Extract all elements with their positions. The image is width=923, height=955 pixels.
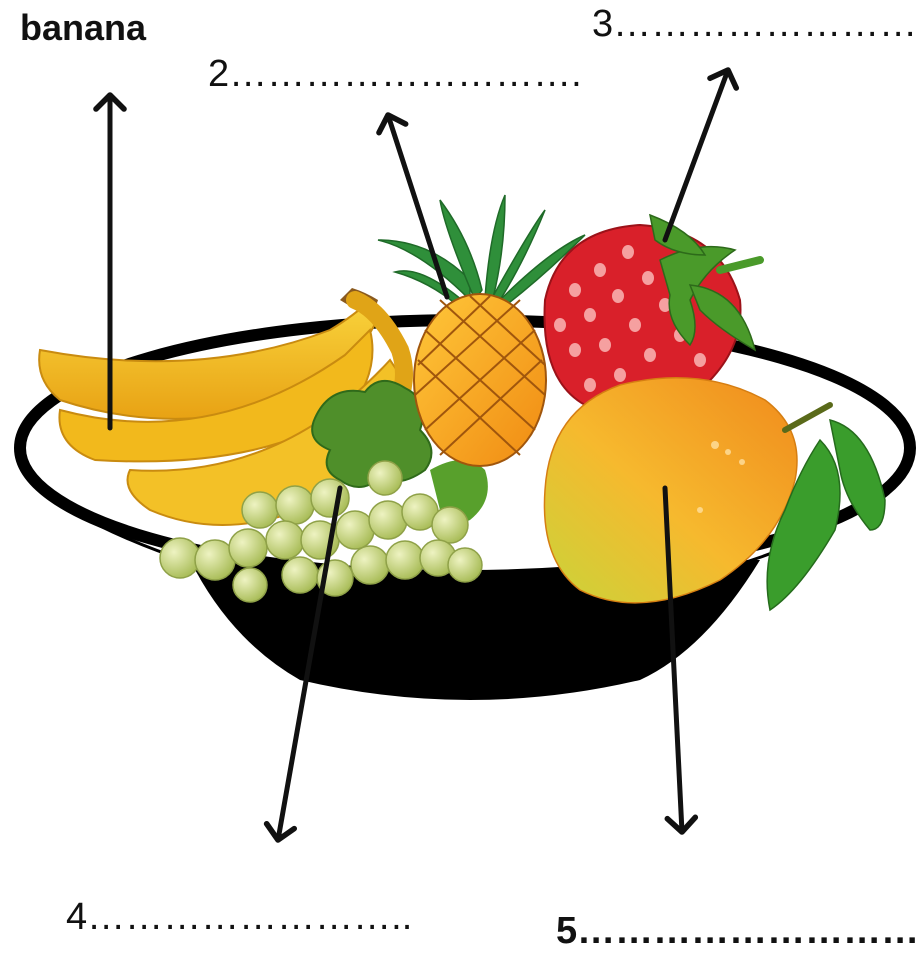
- label-banana: banana: [20, 10, 146, 46]
- arrow-2: [388, 115, 447, 297]
- label-blank-4: 4……………………..: [66, 898, 412, 936]
- label-blank-2: 2……………………….: [208, 55, 582, 93]
- arrow-3: [665, 70, 728, 240]
- label-blank-3: 3……………………: [592, 5, 917, 43]
- label-blank-5: 5………………………: [556, 912, 919, 950]
